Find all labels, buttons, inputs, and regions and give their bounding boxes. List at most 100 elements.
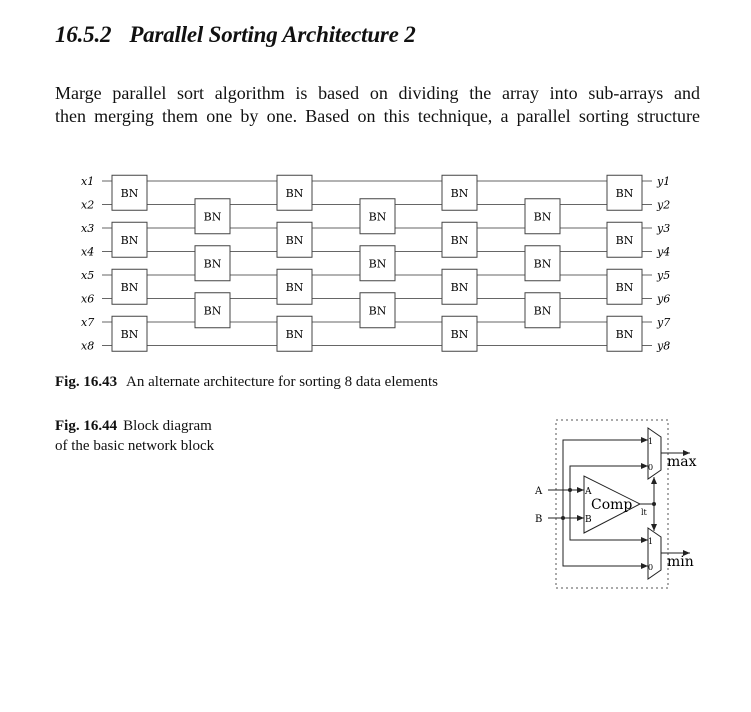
paragraph-line-1: Marge parallel sort algorithm is based o…: [55, 83, 700, 103]
comparator-symbol: [583, 475, 642, 534]
bn-block-label: BN: [534, 210, 552, 223]
bn-block: BN: [359, 198, 396, 235]
port-a-label: A: [584, 487, 592, 497]
bn-block-label: BN: [616, 328, 634, 341]
output-label: y8: [656, 340, 670, 353]
section-number: 16.5.2: [55, 22, 112, 47]
bn-block: BN: [276, 174, 313, 211]
output-label: y6: [656, 293, 670, 306]
bn-block-label: BN: [286, 281, 304, 294]
input-label: x2: [81, 199, 94, 212]
bn-block-label: BN: [121, 328, 139, 341]
bn-block-label: BN: [451, 328, 469, 341]
bn-block-label: BN: [286, 234, 304, 247]
max-mux-in-0: 0: [648, 463, 653, 472]
bn-block-label: BN: [204, 257, 222, 270]
bn-block-label: BN: [286, 328, 304, 341]
max-mux: [647, 427, 662, 480]
bn-block-label: BN: [534, 257, 552, 270]
output-max-label: max: [667, 454, 697, 470]
bn-block-label: BN: [121, 234, 139, 247]
output-label: y7: [656, 316, 670, 329]
bn-block: BN: [524, 198, 561, 235]
bn-block-label: BN: [451, 187, 469, 200]
bn-block-label: BN: [204, 304, 222, 317]
input-a-label: A: [534, 486, 543, 497]
figure-44-caption: Fig. 16.44 Block diagram of the basic net…: [55, 416, 255, 456]
body-paragraph: Marge parallel sort algorithm is based o…: [55, 82, 700, 128]
input-label: x7: [81, 316, 94, 329]
bn-block: BN: [606, 268, 643, 305]
max-mux-in-1: 1: [648, 437, 653, 446]
bn-block-label: BN: [121, 187, 139, 200]
junction-b: [561, 516, 565, 520]
bn-block: BN: [359, 245, 396, 282]
figure-43-label: Fig. 16.43: [55, 374, 118, 390]
output-label: y1: [656, 175, 670, 188]
block-boundary: [555, 419, 669, 589]
bn-block-label: BN: [369, 210, 387, 223]
bn-block: BN: [359, 292, 396, 329]
bn-block: BN: [441, 268, 478, 305]
bn-block: BN: [441, 174, 478, 211]
input-label: x3: [81, 222, 94, 235]
bn-block-label: BN: [534, 304, 552, 317]
bn-block-label: BN: [451, 234, 469, 247]
input-label: x1: [81, 175, 94, 188]
figure-44-text-line-2: of the basic network block: [55, 438, 215, 454]
input-label: x5: [81, 269, 94, 282]
figure-44-label: Fig. 16.44: [55, 418, 118, 434]
output-label: y3: [656, 222, 670, 235]
bn-block: BN: [441, 221, 478, 258]
output-label: y2: [656, 199, 670, 212]
bn-block-label: BN: [286, 187, 304, 200]
network-labels: x1 y1 x2 y2 x3 y3 x4 y4 x5 y5 x6 y6 x7 y7 x8 y8: [81, 175, 670, 353]
min-mux-in-1: 1: [648, 537, 653, 546]
junction-lt: [652, 502, 656, 506]
bn-block-label: BN: [616, 187, 634, 200]
bn-block: BN: [194, 245, 231, 282]
network-blocks: BN BN BN BN BN BN BN BN BN BN BN BN BN BN BN BN BN BN BN BN…: [111, 174, 643, 352]
bn-block: BN: [524, 245, 561, 282]
bn-block-label: BN: [616, 234, 634, 247]
sorting-network-diagram: BN BN BN BN BN BN BN BN BN BN BN BN BN BN BN BN BN BN BN BN…: [81, 174, 670, 353]
bn-block-label: BN: [204, 210, 222, 223]
paragraph-line-2: then merging them one by one. Based on t…: [55, 106, 700, 126]
junction-a: [568, 488, 572, 492]
output-label: y5: [656, 269, 670, 282]
port-lt-label: lt: [641, 508, 648, 517]
section-title: Parallel Sorting Architecture 2: [129, 22, 416, 47]
bn-block-label: BN: [369, 257, 387, 270]
bn-block: BN: [441, 315, 478, 352]
input-b-label: B: [535, 514, 542, 525]
input-label: x6: [81, 293, 94, 306]
output-min-label: min: [667, 554, 694, 570]
port-b-label: B: [585, 515, 592, 525]
comparator-label: Comp: [591, 497, 632, 513]
figure-43-text: An alternate architecture for sorting 8 …: [126, 374, 438, 390]
bn-block: BN: [606, 174, 643, 211]
bn-block: BN: [524, 292, 561, 329]
bn-block: BN: [194, 198, 231, 235]
input-label: x8: [81, 340, 94, 353]
bn-block: BN: [111, 315, 148, 352]
min-mux: [647, 527, 662, 580]
input-label: x4: [81, 246, 94, 259]
figure-44-text-line-1: Block diagram: [123, 418, 212, 434]
bn-block-label: BN: [121, 281, 139, 294]
bn-block: BN: [111, 174, 148, 211]
bn-block-label: BN: [616, 281, 634, 294]
bn-block-label: BN: [451, 281, 469, 294]
min-mux-in-0: 0: [648, 563, 653, 572]
bn-block: BN: [606, 221, 643, 258]
bn-block: BN: [276, 315, 313, 352]
section-heading: 16.5.2 Parallel Sorting Architecture 2: [55, 22, 416, 48]
bn-block: BN: [606, 315, 643, 352]
bn-block: BN: [276, 268, 313, 305]
bn-block-label: BN: [369, 304, 387, 317]
output-label: y4: [656, 246, 670, 259]
bn-block: BN: [194, 292, 231, 329]
figure-43-caption: Fig. 16.43 An alternate architecture for…: [55, 372, 438, 392]
bn-block: BN: [276, 221, 313, 258]
